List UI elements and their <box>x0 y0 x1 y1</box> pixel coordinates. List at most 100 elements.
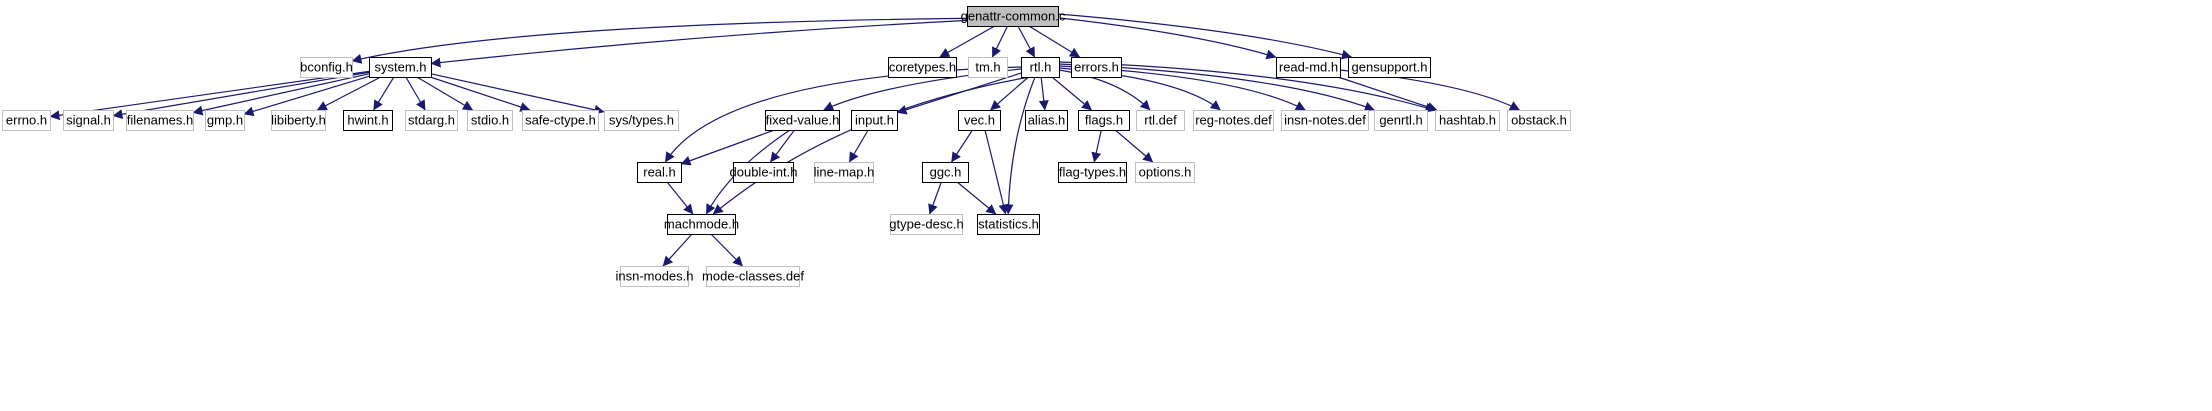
node-label: flags.h <box>1085 113 1123 128</box>
node-label: read-md.h <box>1279 60 1338 75</box>
node-bconfig: bconfig.h <box>300 57 353 78</box>
node-rtl[interactable]: rtl.h <box>1021 57 1060 78</box>
node-label: genrtl.h <box>1379 113 1422 128</box>
node-box <box>890 214 963 235</box>
node-box <box>667 214 736 235</box>
node-box <box>604 110 679 131</box>
node-safectype: safe-ctype.h <box>522 110 599 131</box>
node-box <box>1281 110 1369 131</box>
edge-system-to-hwint <box>373 76 395 111</box>
node-box <box>977 214 1040 235</box>
node-input[interactable]: input.h <box>851 110 898 131</box>
node-label: gmp.h <box>207 113 243 128</box>
node-flags[interactable]: flags.h <box>1078 110 1130 131</box>
node-label: obstack.h <box>1511 113 1567 128</box>
node-vec[interactable]: vec.h <box>958 110 1001 131</box>
node-label: tm.h <box>975 60 1000 75</box>
node-system[interactable]: system.h <box>369 57 432 78</box>
node-box <box>706 266 800 287</box>
node-box <box>1071 57 1122 78</box>
node-alias[interactable]: alias.h <box>1025 110 1068 131</box>
node-label: alias.h <box>1028 113 1066 128</box>
node-label: reg-notes.def <box>1195 113 1272 128</box>
edge-flags-to-options <box>1114 129 1154 163</box>
node-readmd[interactable]: read-md.h <box>1276 57 1341 78</box>
node-label: insn-notes.def <box>1284 113 1366 128</box>
node-box <box>1348 57 1431 78</box>
edge-readmd-to-hashtab <box>1337 76 1438 112</box>
node-statistics[interactable]: statistics.h <box>977 214 1040 235</box>
edge-genattr-to-coretypes <box>939 25 996 58</box>
node-real[interactable]: real.h <box>637 162 682 183</box>
node-label: stdio.h <box>471 113 509 128</box>
edge-rtl-to-vec <box>990 76 1029 111</box>
node-box <box>1021 57 1060 78</box>
node-rtldef: rtl.def <box>1136 110 1185 131</box>
node-errno: errno.h <box>2 110 51 131</box>
node-label: line-map.h <box>814 165 875 180</box>
node-gensupport[interactable]: gensupport.h <box>1348 57 1431 78</box>
node-label: double-int.h <box>730 165 798 180</box>
node-flagtypes[interactable]: flag-types.h <box>1058 162 1127 183</box>
node-label: libiberty.h <box>271 113 326 128</box>
node-label: hwint.h <box>347 113 388 128</box>
edge-vec-to-statistics <box>984 129 1009 215</box>
edge-machmode-to-modeclasses <box>710 233 744 267</box>
node-errors[interactable]: errors.h <box>1071 57 1122 78</box>
node-box <box>958 110 1001 131</box>
node-label: statistics.h <box>978 217 1039 232</box>
node-box <box>922 162 969 183</box>
edge-system-to-safectype <box>430 76 531 112</box>
node-label: stdarg.h <box>408 113 455 128</box>
node-label: errno.h <box>6 113 47 128</box>
edge-ggc-to-statistics <box>956 181 997 215</box>
node-label: coretypes.h <box>889 60 956 75</box>
node-box <box>814 162 874 183</box>
edge-system-to-stdio <box>416 76 474 111</box>
edge-genattr-to-gensupport <box>1057 13 1352 60</box>
node-box <box>1507 110 1571 131</box>
edges-layer <box>49 13 1520 267</box>
node-genrtl: genrtl.h <box>1374 110 1428 131</box>
edge-genattr-to-tm <box>991 25 1009 58</box>
node-insnmodes: insn-modes.h <box>615 266 694 287</box>
node-label: signal.h <box>66 113 111 128</box>
node-coretypes[interactable]: coretypes.h <box>888 57 957 78</box>
edge-machmode-to-insnmodes <box>662 233 693 267</box>
node-box <box>733 162 794 183</box>
node-linemap: line-map.h <box>814 162 875 183</box>
node-box <box>1058 162 1127 183</box>
node-label: input.h <box>855 113 894 128</box>
node-box <box>1136 110 1185 131</box>
node-box <box>1078 110 1130 131</box>
node-label: rtl.def <box>1144 113 1177 128</box>
node-label: fixed-value.h <box>766 113 840 128</box>
node-label: errors.h <box>1074 60 1119 75</box>
node-hwint[interactable]: hwint.h <box>343 110 393 131</box>
edge-genattr-to-bconfig <box>351 17 1001 64</box>
node-gmp: gmp.h <box>205 110 245 131</box>
node-label: insn-modes.h <box>615 269 693 284</box>
node-box <box>300 57 353 78</box>
edge-system-to-stdarg <box>405 76 426 111</box>
node-tm: tm.h <box>968 57 1008 78</box>
node-doubleint[interactable]: double-int.h <box>730 162 798 183</box>
node-label: machmode.h <box>664 217 739 232</box>
node-label: flag-types.h <box>1059 165 1126 180</box>
node-box <box>63 110 114 131</box>
node-label: gensupport.h <box>1352 60 1428 75</box>
node-label: safe-ctype.h <box>525 113 596 128</box>
node-machmode[interactable]: machmode.h <box>664 214 739 235</box>
node-ggc[interactable]: ggc.h <box>922 162 969 183</box>
node-box <box>1135 162 1195 183</box>
node-label: gtype-desc.h <box>889 217 963 232</box>
edge-vec-to-ggc <box>951 129 973 163</box>
node-box <box>1276 57 1341 78</box>
node-box <box>851 110 898 131</box>
node-genattr[interactable]: genattr-common.c <box>961 6 1066 27</box>
node-fixedvalue[interactable]: fixed-value.h <box>765 110 840 131</box>
node-libiberty: libiberty.h <box>271 110 326 131</box>
edge-system-to-gmp <box>243 75 370 117</box>
node-box <box>405 110 458 131</box>
node-box <box>1025 110 1068 131</box>
